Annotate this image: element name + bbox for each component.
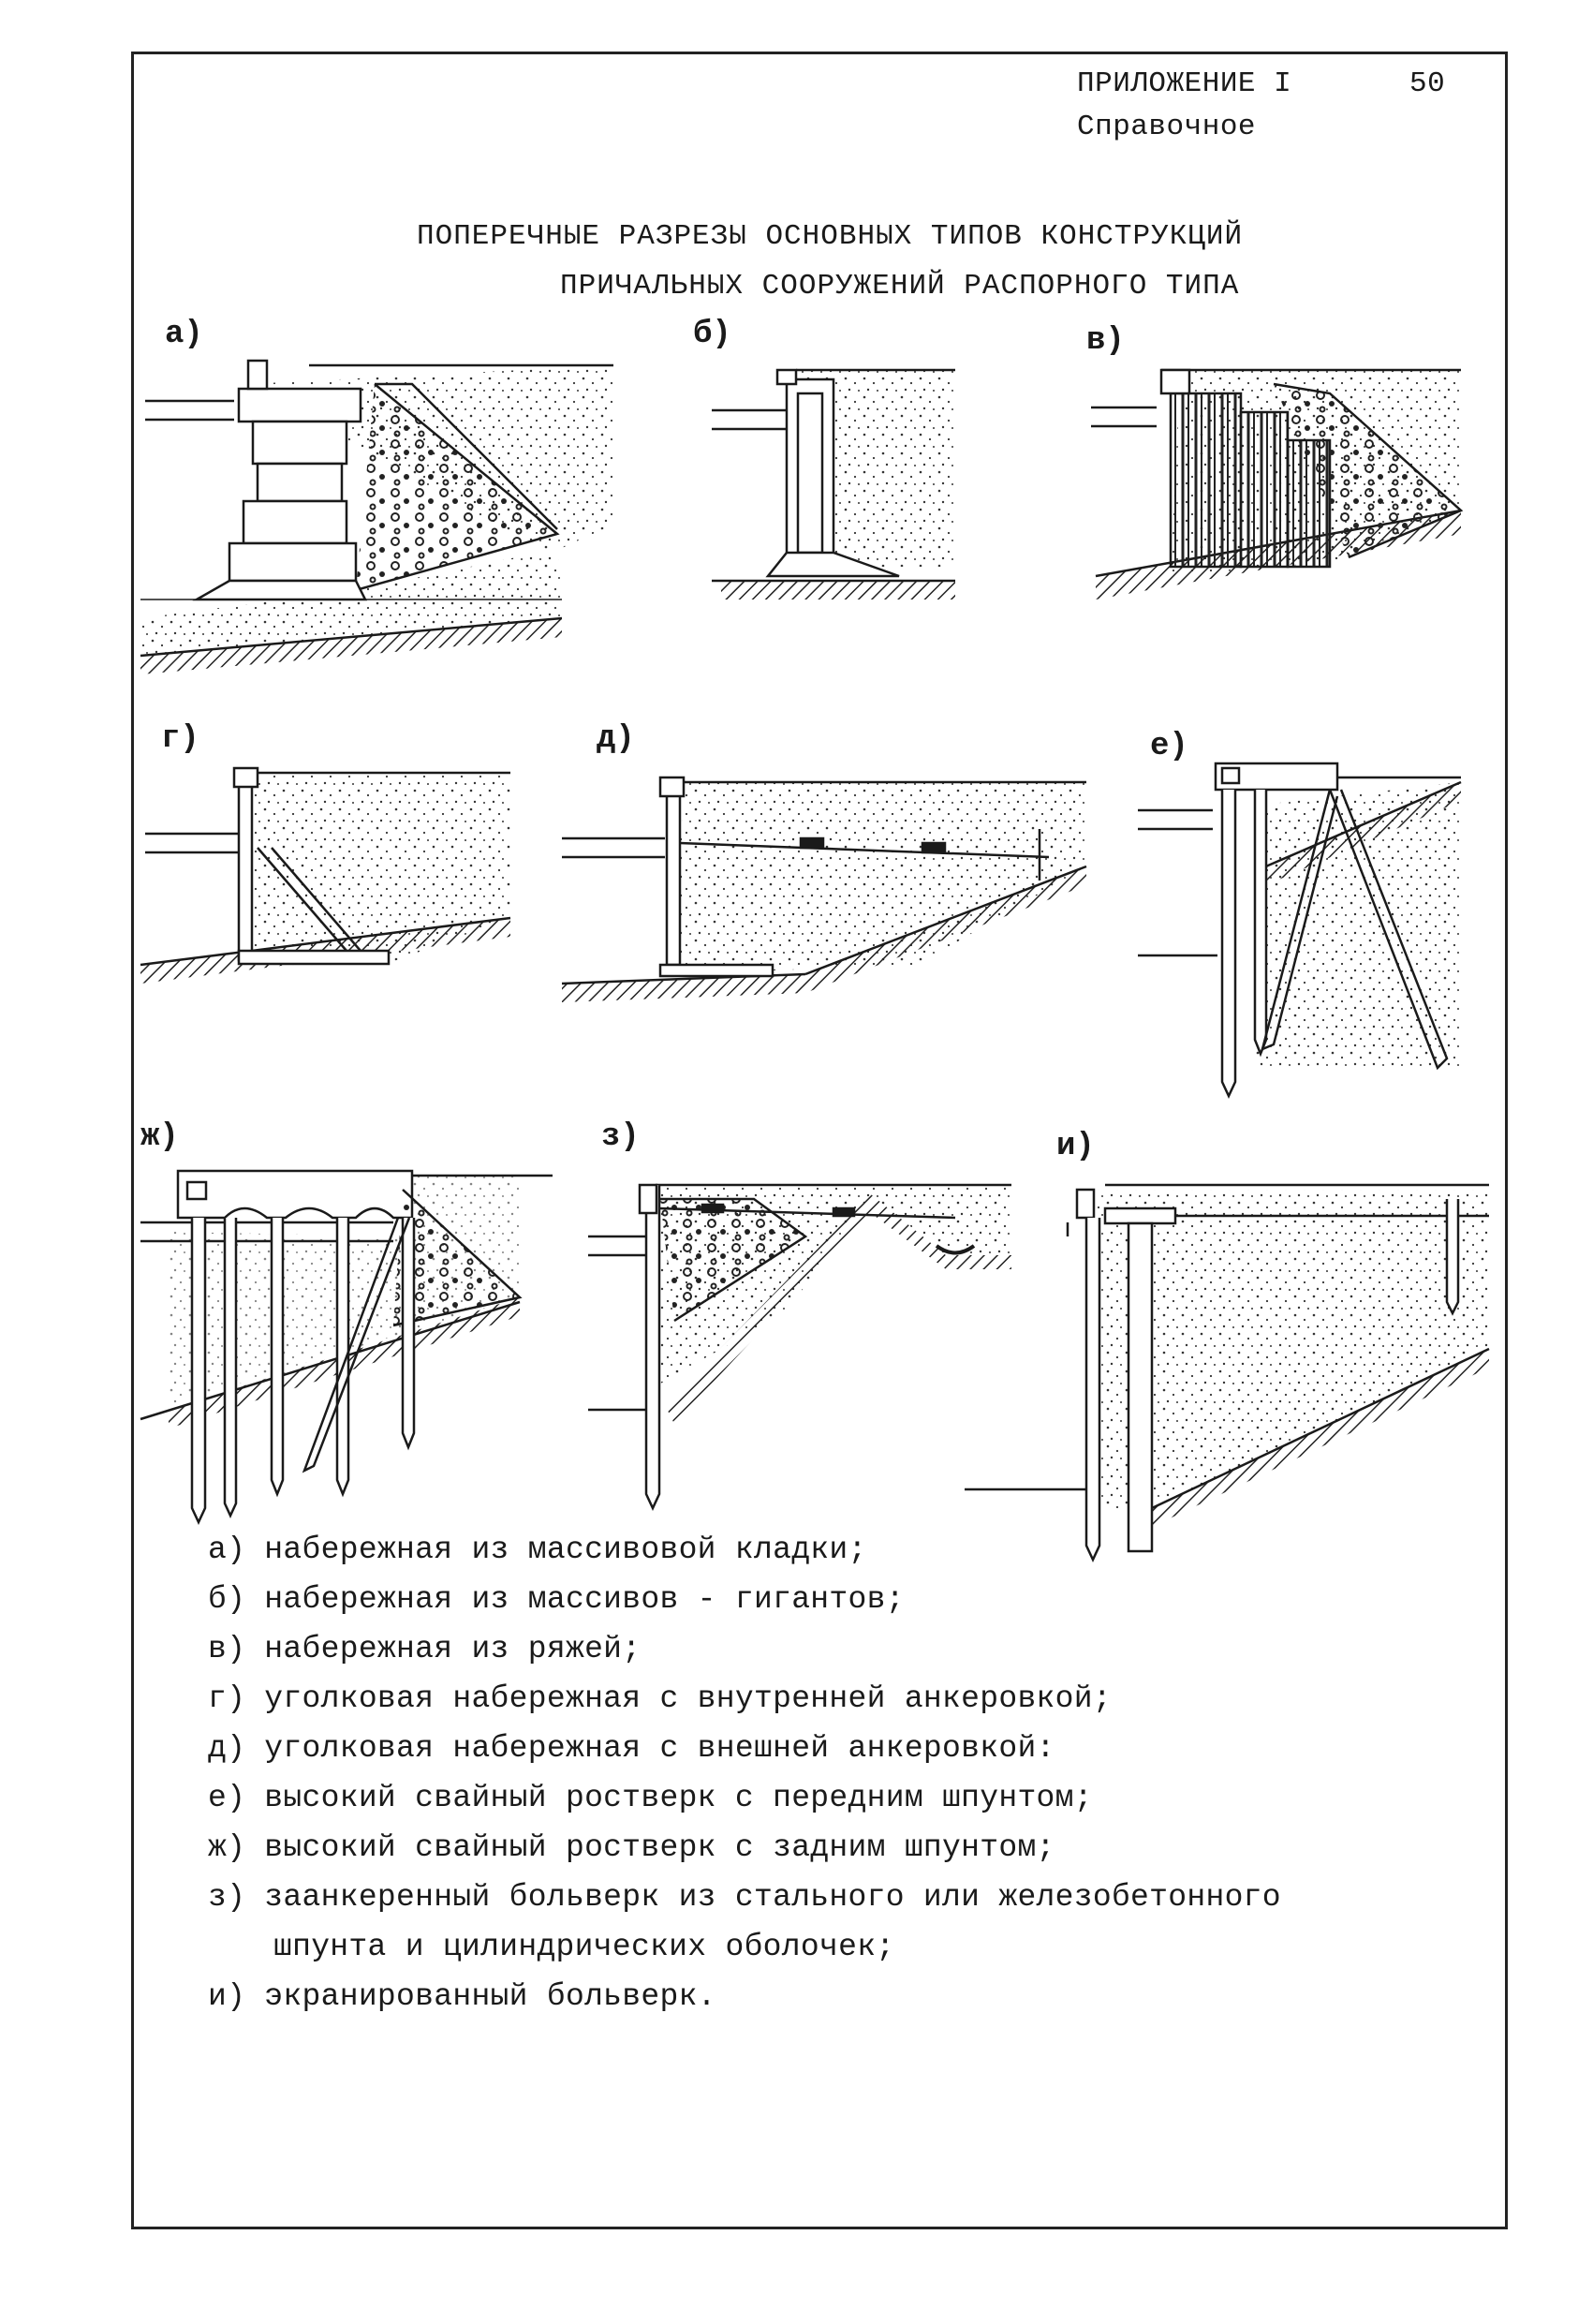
- section-zh-pile-rear-sheet: [140, 1169, 553, 1525]
- figure-label-b: б): [693, 317, 731, 352]
- legend-item-g: г) уголковая набережная с внутренней анк…: [208, 1681, 1112, 1716]
- figure-label-v: в): [1086, 323, 1125, 359]
- reference-label: Справочное: [1077, 111, 1257, 143]
- section-v-crib-quay: [1091, 368, 1464, 600]
- appendix-label: ПРИЛОЖЕНИЕ I: [1077, 67, 1292, 100]
- section-d-angle-quay-external: [561, 776, 1087, 1002]
- legend-item-d: д) уголковая набережная с внешней анкеро…: [208, 1731, 1055, 1766]
- section-z-anchored-bulkhead: [588, 1183, 1011, 1511]
- figure-label-zh: ж): [140, 1119, 179, 1155]
- legend-item-v: в) набережная из ряжей;: [208, 1632, 642, 1666]
- section-i-screened-bulkhead: [965, 1183, 1490, 1562]
- legend-item-z-continued: шпунта и цилиндрических оболочек;: [273, 1930, 895, 1964]
- figure-label-i: и): [1056, 1129, 1095, 1164]
- section-b-caisson-quay: [712, 368, 955, 600]
- legend-item-e: е) высокий свайный ростверк с передним ш…: [208, 1781, 1093, 1815]
- page-title-line-2: ПРИЧАЛЬНЫХ СООРУЖЕНИЙ РАСПОРНОГО ТИПА: [560, 270, 1240, 303]
- legend-item-b: б) набережная из массивов - гигантов;: [208, 1582, 905, 1617]
- figure-label-a: а): [165, 317, 203, 352]
- figure-label-d: д): [597, 721, 635, 757]
- section-g-angle-quay-internal: [140, 766, 511, 984]
- legend-item-i: и) экранированный больверк.: [208, 1979, 716, 2014]
- page-border: [131, 52, 1508, 2229]
- legend-item-a: а) набережная из массивовой кладки;: [208, 1532, 867, 1567]
- legend: а) набережная из массивовой кладки; б) н…: [208, 1525, 1425, 2021]
- page-number: 50: [1409, 67, 1446, 100]
- legend-item-z: з) заанкеренный больверк из стального ил…: [208, 1880, 1281, 1915]
- section-a-block-quay: [140, 359, 613, 674]
- figure-label-z: з): [601, 1119, 640, 1155]
- legend-item-zh: ж) высокий свайный ростверк с задним шпу…: [208, 1830, 1055, 1865]
- figure-label-e: е): [1150, 729, 1188, 764]
- figure-label-g: г): [161, 721, 199, 757]
- page-title-line-1: ПОПЕРЕЧНЫЕ РАЗРЕЗЫ ОСНОВНЫХ ТИПОВ КОНСТР…: [417, 220, 1244, 253]
- section-e-pile-front-sheet: [1138, 762, 1462, 1099]
